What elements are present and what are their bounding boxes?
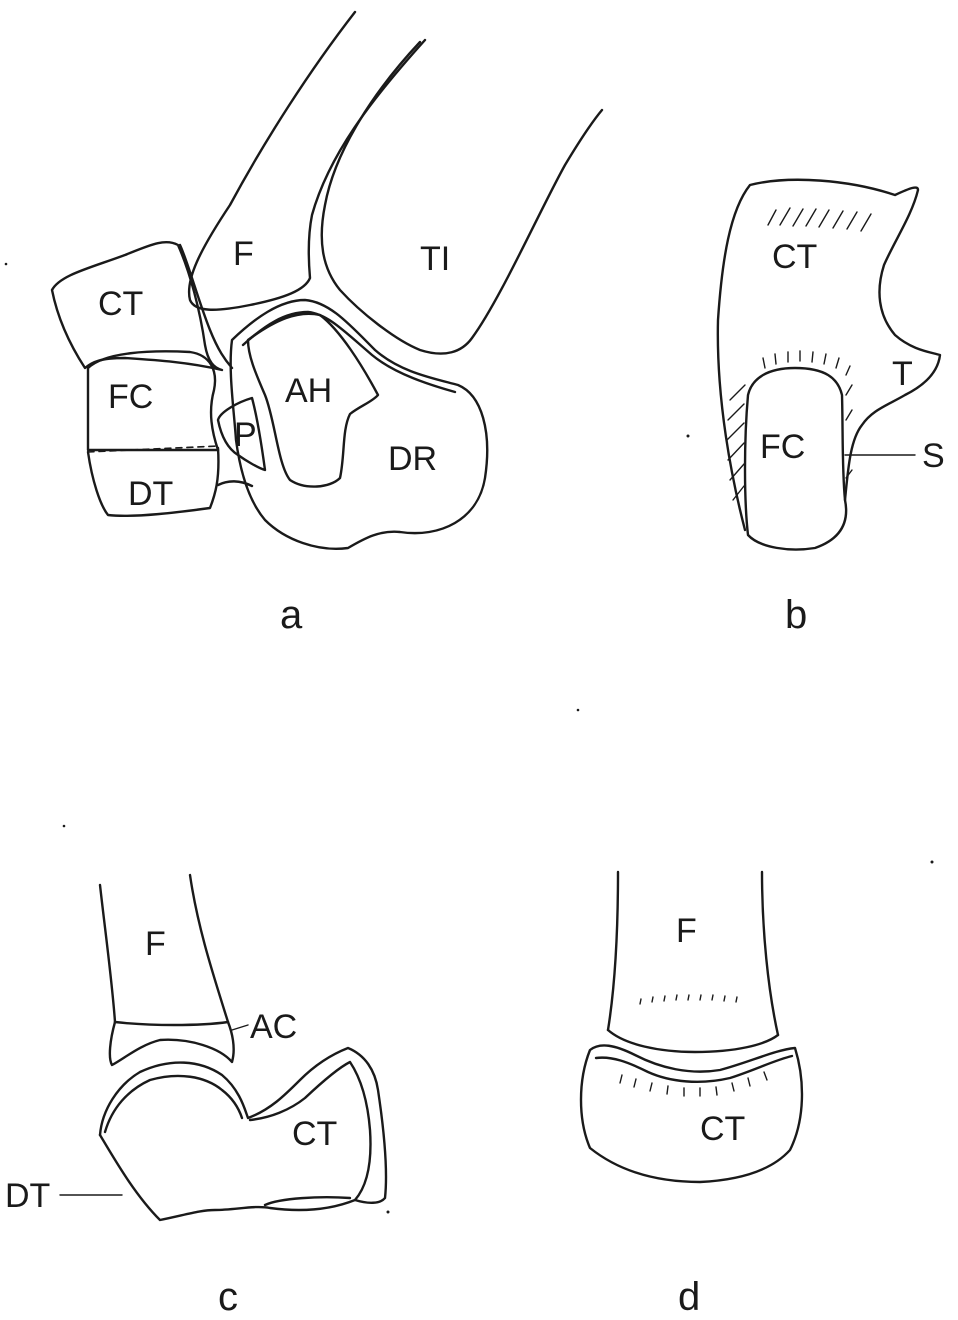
- panel-c-label-ac: AC: [250, 1008, 297, 1046]
- panel-a-tibia-outline: [322, 42, 602, 354]
- panel-a-fibula-outline: [189, 12, 425, 310]
- panel-d-f-growth-marks: [640, 995, 737, 1004]
- panel-c-label-dt: DT: [5, 1177, 50, 1215]
- panel-d-ct-inner-rim: [596, 1056, 792, 1082]
- panel-c-f-epiphysis: [110, 1022, 234, 1065]
- panel-d-speck: [931, 861, 934, 864]
- panel-a-label-ah: AH: [285, 372, 332, 410]
- panel-a-label-dr: DR: [388, 440, 437, 478]
- panel-c: F AC CT DT c: [5, 875, 390, 1319]
- panel-c-f-left: [100, 885, 115, 1022]
- panel-a-label-dt: DT: [128, 475, 173, 513]
- panel-b-caption: b: [785, 593, 807, 637]
- panel-c-label-ct: CT: [292, 1115, 337, 1153]
- stray-speck: [63, 825, 66, 828]
- stray-speck: [577, 709, 580, 712]
- panel-d: F CT d: [581, 861, 934, 1320]
- panel-d-f-bottom: [608, 1030, 778, 1052]
- panel-b-speck: [687, 435, 690, 438]
- panel-d-caption: d: [678, 1275, 700, 1319]
- panel-d-f-left: [608, 872, 618, 1030]
- panel-c-label-f: F: [145, 925, 166, 963]
- panel-d-label-ct: CT: [700, 1110, 745, 1148]
- panel-b-label-ct: CT: [772, 238, 817, 276]
- panel-b-label-s: S: [922, 437, 945, 475]
- panel-c-ct-lower-rim: [265, 1197, 350, 1205]
- panel-a-caption: a: [280, 593, 303, 637]
- panel-c-speck: [387, 1211, 390, 1214]
- panel-d-f-right: [762, 872, 778, 1035]
- panel-d-ct-outline: [581, 1045, 802, 1182]
- panel-a-label-ti: TI: [420, 240, 450, 278]
- stray-speck: [5, 263, 8, 266]
- panel-a-label-ct: CT: [98, 285, 143, 323]
- panel-c-f-epiphyseal-line: [115, 1022, 228, 1025]
- panel-a-astragalus-outline: [231, 300, 488, 549]
- panel-a-label-f: F: [233, 235, 254, 273]
- panel-b: CT T FC S b: [687, 180, 945, 637]
- panel-c-ac-pointer: [232, 1025, 248, 1030]
- panel-d-ct-growth-marks: [620, 1072, 767, 1096]
- panel-c-caption: c: [218, 1275, 238, 1319]
- panel-a: CT F TI FC AH P DR DT a: [52, 12, 602, 637]
- panel-d-label-f: F: [676, 912, 697, 950]
- panel-a-label-p: P: [234, 416, 257, 454]
- panel-c-ct-outer: [100, 1048, 386, 1203]
- panel-b-label-t: T: [892, 355, 913, 393]
- panel-a-label-fc: FC: [108, 378, 153, 416]
- panel-c-f-right: [190, 875, 228, 1022]
- panel-b-label-fc: FC: [760, 428, 805, 466]
